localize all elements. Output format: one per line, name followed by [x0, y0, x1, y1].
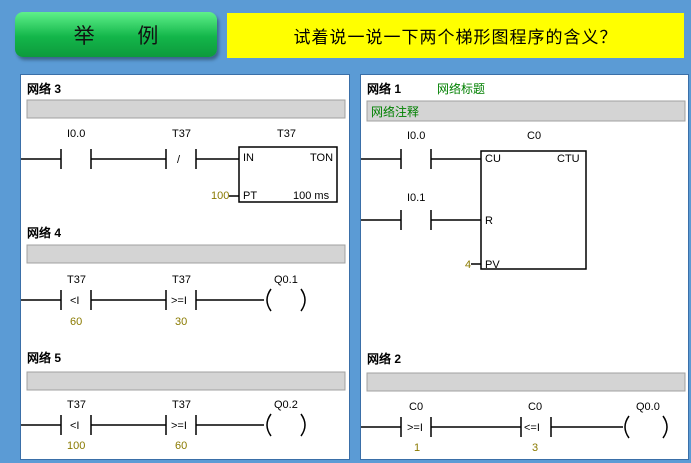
network4-title: 网络 4 — [27, 225, 61, 240]
network5-contact2-label: T37 — [172, 399, 191, 411]
network1-rung — [361, 149, 587, 270]
network2-comment-bar[interactable] — [366, 372, 686, 392]
network3-contact2-symbol: / — [177, 154, 181, 166]
network4-contact1-compare: <I — [70, 295, 79, 307]
network5-title: 网络 5 — [27, 350, 61, 365]
left-ladder-diagram: 网络 3 I0.0 T37 / T37 IN TON PT 100 ms 100… — [21, 81, 346, 452]
network5-contact1-value: 100 — [67, 440, 85, 452]
network4-comment-bar[interactable] — [26, 244, 346, 264]
network5-contact1-label: T37 — [67, 399, 86, 411]
network3-contact1-label: I0.0 — [67, 128, 85, 140]
network2-rung — [361, 415, 668, 439]
network3-ton-type: TON — [310, 152, 333, 164]
network2-contact2-label: C0 — [528, 401, 542, 413]
network5-contact2-value: 60 — [175, 440, 187, 452]
network3-resolution: 100 ms — [293, 190, 330, 202]
network3-pt-pin: PT — [243, 190, 257, 202]
network2-contact1-value: 1 — [414, 442, 420, 454]
network1-counter-name: C0 — [527, 130, 541, 142]
right-ladder-diagram: 网络 1 网络标题 网络注释 I0.0 I0.1 C0 CU CTU R PV … — [361, 81, 686, 454]
network1-r-pin: R — [485, 215, 493, 227]
network2-coil-label: Q0.0 — [636, 401, 660, 413]
network5-rung — [21, 413, 306, 437]
network4-rung — [21, 288, 306, 312]
network1-comment-bar[interactable] — [366, 100, 686, 122]
network1-cu-pin: CU — [485, 153, 501, 165]
question-text: 试着说一说一下两个梯形图程序的含义？ — [293, 28, 618, 48]
network3-title: 网络 3 — [27, 81, 61, 96]
network2-contact1-label: C0 — [409, 401, 423, 413]
network5-contact1-compare: <I — [70, 420, 79, 432]
network4-contact2-compare: >=I — [171, 295, 187, 307]
network3-rung — [21, 146, 338, 203]
network3-timer-name: T37 — [277, 128, 296, 140]
network1-pv-value: 4 — [465, 259, 471, 271]
network4-coil-label: Q0.1 — [274, 274, 298, 286]
network4-contact2-value: 30 — [175, 316, 187, 328]
network3-pt-value: 100 — [211, 190, 229, 202]
network2-contact2-value: 3 — [532, 442, 538, 454]
network4-contact1-value: 60 — [70, 316, 82, 328]
network1-ctu-type: CTU — [557, 153, 580, 165]
network5-comment-bar[interactable] — [26, 371, 346, 391]
network1-comment[interactable]: 网络注释 — [371, 104, 419, 119]
network3-contact2-label: T37 — [172, 128, 191, 140]
example-badge: 举 例 — [15, 12, 217, 57]
network4-contact1-label: T37 — [67, 274, 86, 286]
network5-coil-label: Q0.2 — [274, 399, 298, 411]
network3-in-pin: IN — [243, 152, 254, 164]
network2-contact1-compare: >=I — [407, 422, 423, 434]
network5-contact2-compare: >=I — [171, 420, 187, 432]
network2-contact2-compare: <=I — [524, 422, 540, 434]
network1-subtitle[interactable]: 网络标题 — [437, 81, 485, 96]
network4-contact2-label: T37 — [172, 274, 191, 286]
right-ladder-panel: 网络 1 网络标题 网络注释 I0.0 I0.1 C0 CU CTU R PV … — [360, 74, 689, 460]
left-ladder-panel: 网络 3 I0.0 T37 / T37 IN TON PT 100 ms 100… — [20, 74, 350, 460]
network2-title: 网络 2 — [367, 351, 401, 366]
network1-contact1-label: I0.0 — [407, 130, 425, 142]
example-label: 举 例 — [73, 23, 177, 48]
network1-contact2-label: I0.1 — [407, 192, 425, 204]
network1-pv-pin: PV — [485, 259, 500, 271]
network3-comment-bar[interactable] — [26, 99, 346, 119]
question-banner: 试着说一说一下两个梯形图程序的含义？ — [227, 13, 684, 58]
network1-title: 网络 1 — [367, 81, 401, 96]
